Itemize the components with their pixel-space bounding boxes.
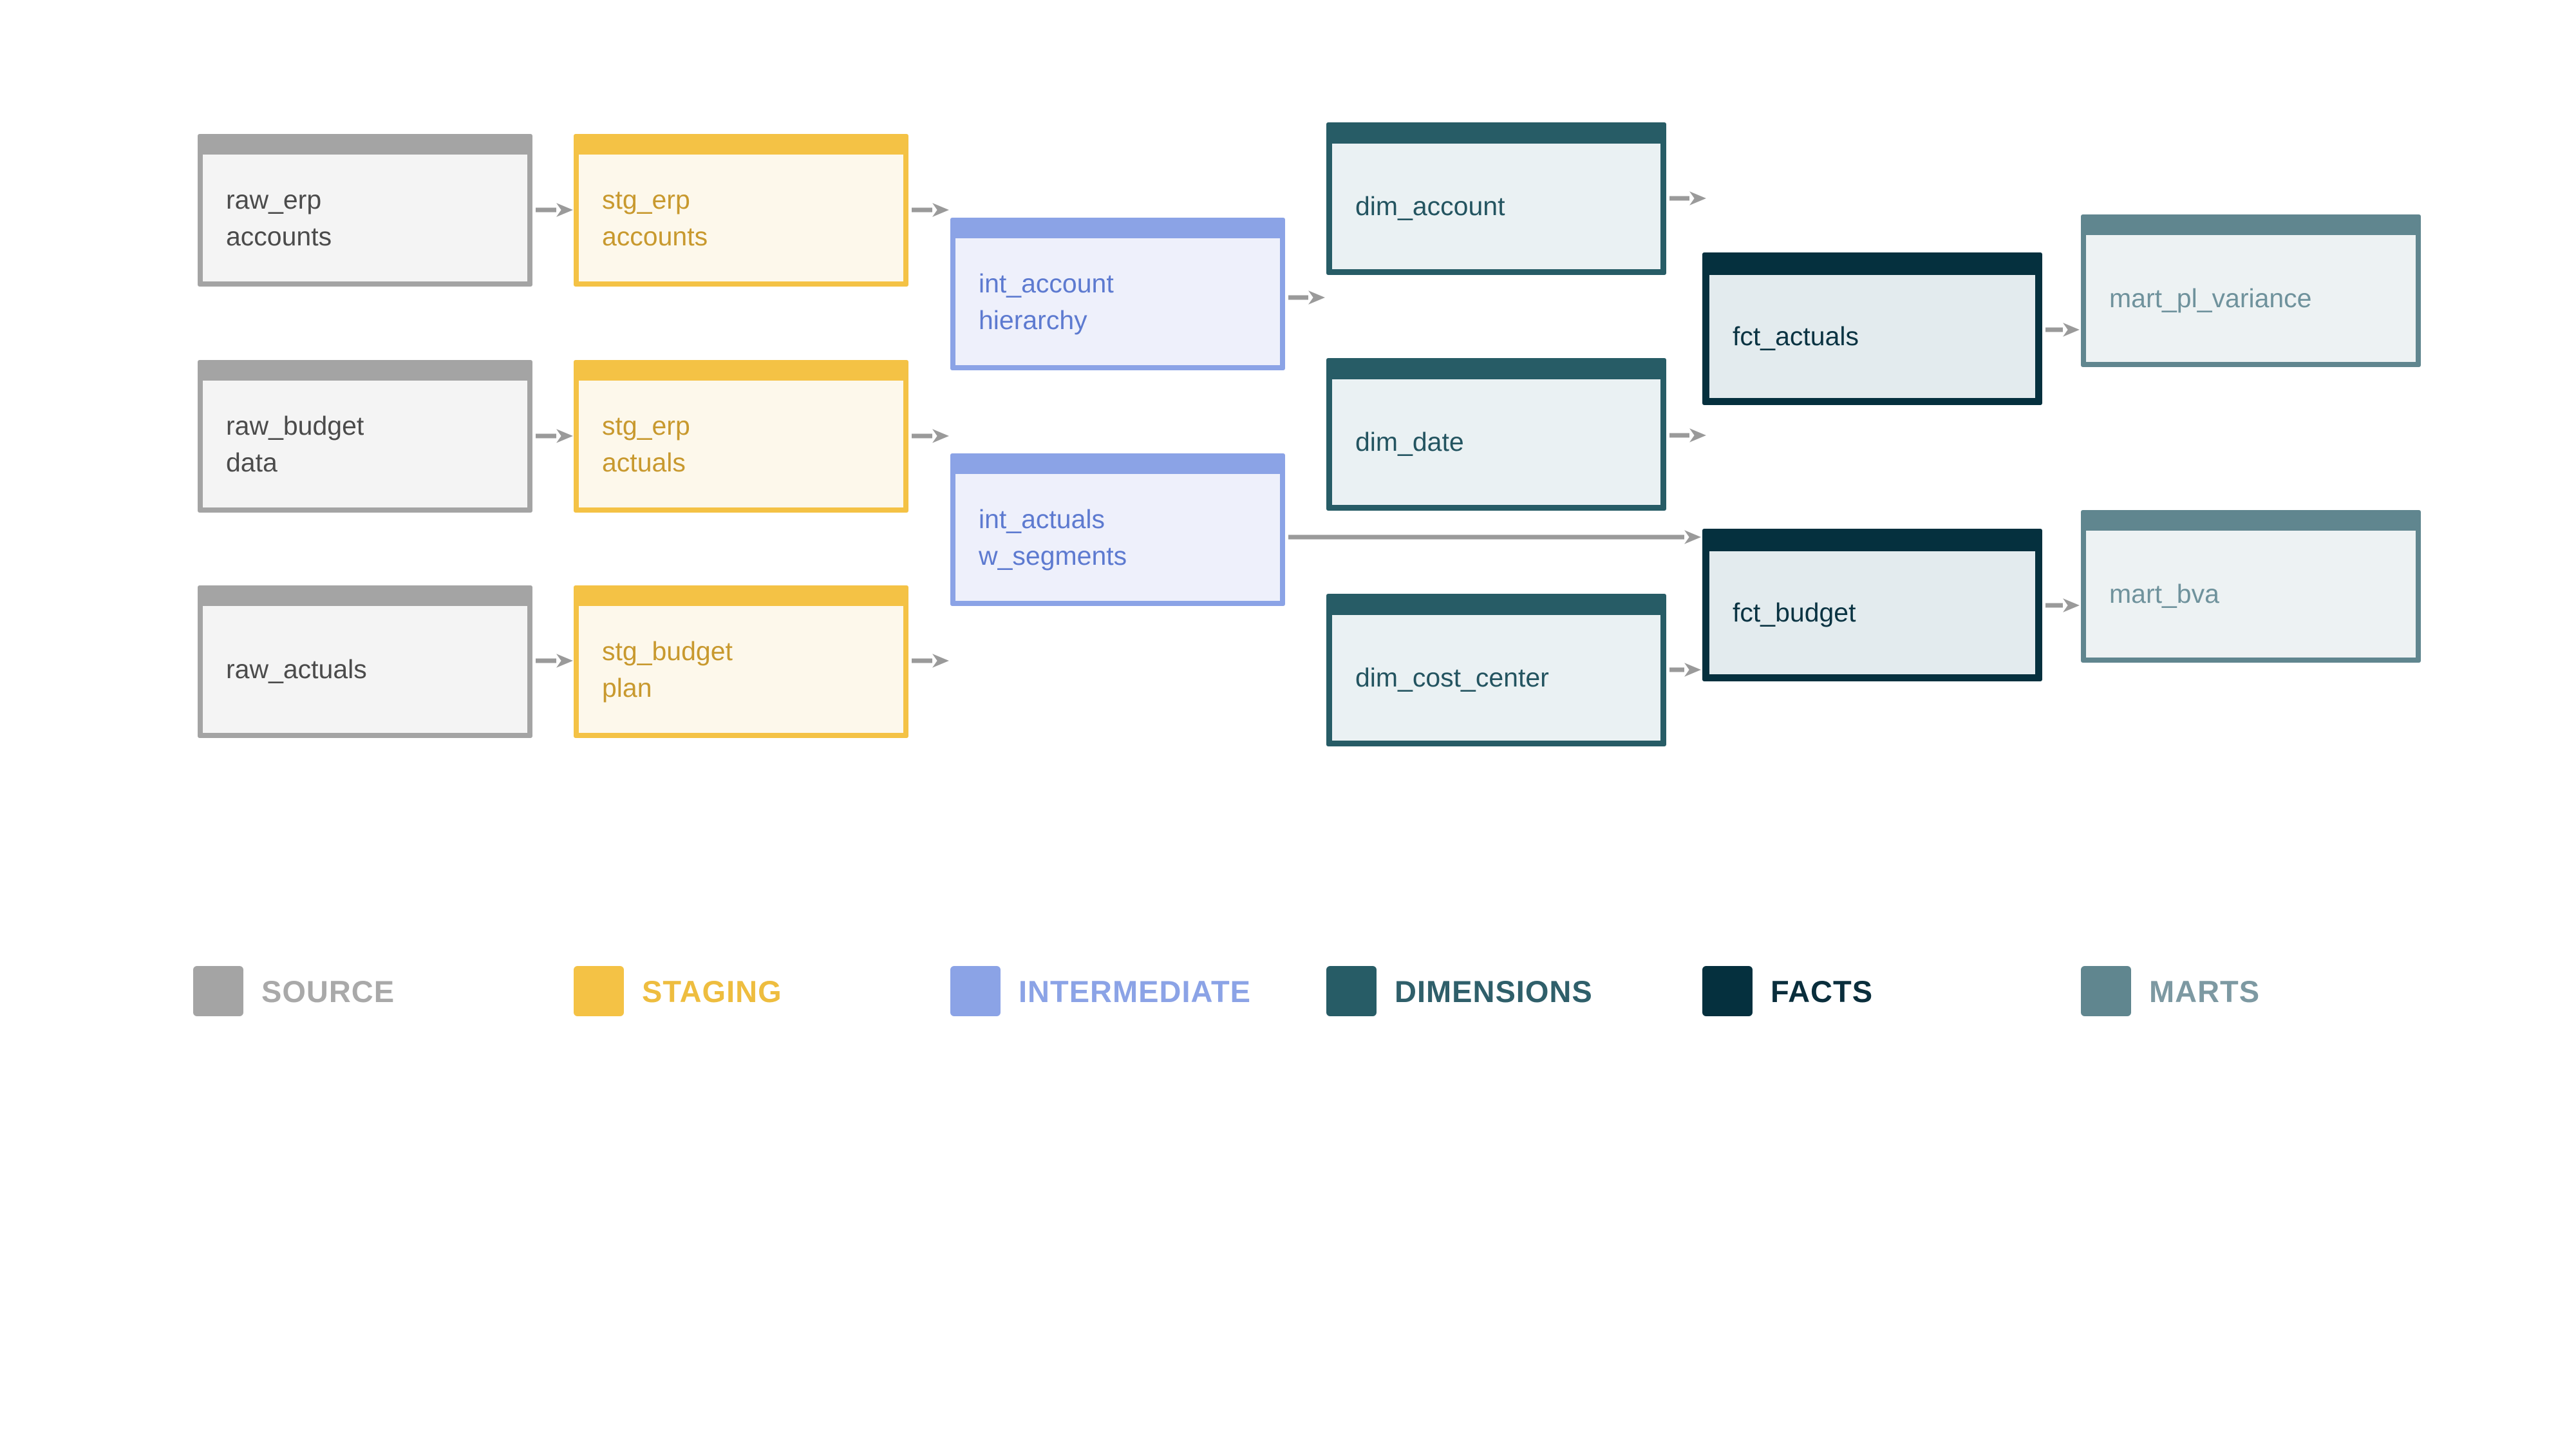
node-fct-actuals[interactable]: fct_actuals [1702, 252, 2042, 405]
legend-item-source: SOURCE [193, 966, 395, 1016]
node-header-strip [203, 591, 527, 606]
node-header-strip [955, 459, 1280, 474]
node-fct-budget[interactable]: fct_budget [1702, 529, 2042, 681]
node-label: fct_actuals [1709, 275, 2035, 398]
node-label-line: dim_date [1355, 427, 1464, 457]
legend-swatch-source [193, 966, 243, 1016]
node-label: stg_erp actuals [579, 381, 903, 507]
node-label-line: dim_cost_center [1355, 663, 1549, 692]
legend-label: MARTS [2149, 974, 2261, 1009]
node-label-line: data [226, 447, 277, 477]
node-header-strip [579, 365, 903, 381]
legend-item-facts: FACTS [1702, 966, 1873, 1016]
node-raw-actuals[interactable]: raw_actuals [198, 585, 532, 738]
legend-swatch-dimensions [1326, 966, 1377, 1016]
node-label: stg_erp accounts [579, 155, 903, 281]
node-label: raw_erp accounts [203, 155, 527, 281]
node-label-line: int_actuals [979, 504, 1105, 534]
node-label-line: fct_budget [1733, 598, 1856, 627]
node-header-strip [2086, 515, 2416, 531]
node-label-line: stg_erp [602, 410, 690, 440]
node-label: raw_actuals [203, 606, 527, 733]
node-dim-date[interactable]: dim_date [1326, 358, 1666, 511]
node-header-strip [1709, 260, 2035, 275]
node-label-line: mart_bva [2109, 579, 2219, 609]
legend-label: DIMENSIONS [1395, 974, 1593, 1009]
legend-item-staging: STAGING [574, 966, 782, 1016]
node-label: dim_cost_center [1332, 615, 1660, 741]
node-header-strip [1332, 364, 1660, 379]
node-int-actuals-w-segments[interactable]: int_actuals w_segments [950, 453, 1285, 606]
node-header-strip [203, 139, 527, 155]
legend-swatch-facts [1702, 966, 1753, 1016]
node-stg-erp-actuals[interactable]: stg_erp actuals [574, 360, 908, 513]
node-label-line: hierarchy [979, 305, 1087, 335]
node-mart-bva[interactable]: mart_bva [2081, 510, 2421, 663]
node-label: dim_account [1332, 144, 1660, 269]
legend-label: SOURCE [261, 974, 395, 1009]
node-header-strip [955, 223, 1280, 238]
legend-swatch-marts [2081, 966, 2131, 1016]
node-header-strip [1332, 600, 1660, 615]
node-label: dim_date [1332, 379, 1660, 505]
node-label: int_account hierarchy [955, 238, 1280, 365]
node-label-line: plan [602, 672, 652, 703]
node-header-strip [579, 591, 903, 606]
legend-label: STAGING [642, 974, 782, 1009]
node-stg-erp-accounts[interactable]: stg_erp accounts [574, 134, 908, 287]
node-raw-erp-accounts[interactable]: raw_erp accounts [198, 134, 532, 287]
legend-swatch-intermediate [950, 966, 1001, 1016]
node-label-line: accounts [226, 221, 332, 251]
node-label-line: raw_actuals [226, 654, 367, 684]
node-label-line: stg_budget [602, 636, 733, 666]
node-label-line: raw_erp [226, 184, 322, 214]
legend-label: INTERMEDIATE [1019, 974, 1252, 1009]
node-raw-budget-data[interactable]: raw_budget data [198, 360, 532, 513]
node-header-strip [203, 365, 527, 381]
node-label-line: int_account [979, 268, 1114, 298]
node-header-strip [2086, 220, 2416, 235]
node-label-line: mart_pl_variance [2109, 283, 2312, 313]
node-label: stg_budget plan [579, 606, 903, 733]
node-int-account-hierarchy[interactable]: int_account hierarchy [950, 218, 1285, 370]
legend-swatch-staging [574, 966, 624, 1016]
node-label-line: actuals [602, 447, 686, 477]
node-label-line: dim_account [1355, 191, 1505, 221]
node-label: mart_pl_variance [2086, 235, 2416, 362]
legend-item-intermediate: INTERMEDIATE [950, 966, 1251, 1016]
node-label: mart_bva [2086, 531, 2416, 658]
node-dim-account[interactable]: dim_account [1326, 122, 1666, 275]
node-label: fct_budget [1709, 551, 2035, 674]
node-label-line: accounts [602, 221, 708, 251]
node-dim-cost-center[interactable]: dim_cost_center [1326, 594, 1666, 746]
node-label: int_actuals w_segments [955, 474, 1280, 601]
legend-label: FACTS [1771, 974, 1874, 1009]
node-label-line: w_segments [979, 540, 1127, 571]
node-header-strip [1332, 128, 1660, 144]
node-stg-budget-plan[interactable]: stg_budget plan [574, 585, 908, 738]
legend-item-dimensions: DIMENSIONS [1326, 966, 1593, 1016]
legend-item-marts: MARTS [2081, 966, 2260, 1016]
node-label: raw_budget data [203, 381, 527, 507]
node-label-line: fct_actuals [1733, 321, 1859, 351]
node-label-line: stg_erp [602, 184, 690, 214]
node-header-strip [1709, 536, 2035, 551]
node-mart-pl-variance[interactable]: mart_pl_variance [2081, 214, 2421, 367]
node-label-line: raw_budget [226, 410, 364, 440]
node-header-strip [579, 139, 903, 155]
